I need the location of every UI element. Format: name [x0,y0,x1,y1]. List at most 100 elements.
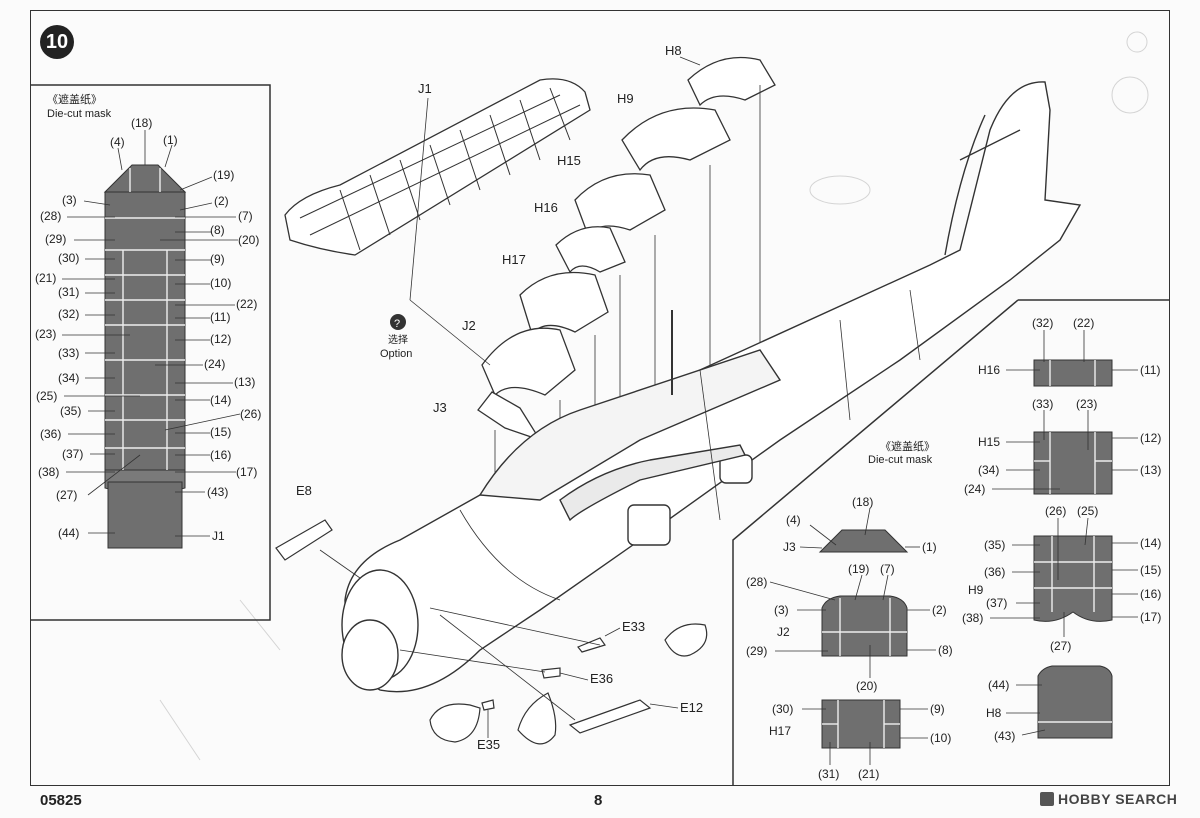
mask-label-14: (14) [210,393,231,407]
right-label-10: (10) [930,731,951,745]
mask-label-15: (15) [210,425,231,439]
right-label-4: (4) [786,513,801,527]
right-label-38: (38) [962,611,983,625]
right-label-19: (19) [848,562,869,576]
mask-label-17: (17) [236,465,257,479]
right-label-9: (9) [930,702,945,716]
svg-text:?: ? [394,318,400,330]
option-marker: ? 选择 Option [380,314,412,360]
canopy-J3 [477,391,542,442]
watermark-text: HOBBY SEARCH [1058,791,1178,807]
right-label-2: (2) [932,603,947,617]
mask-label-8: (8) [210,223,225,237]
mask-label-38: (38) [38,465,59,479]
mask-label-33: (33) [58,346,79,360]
right-label-16: (16) [1140,587,1161,601]
right-label-H16: H16 [978,363,1000,377]
mask-label-18: (18) [131,116,152,130]
detail-bubble-E35-left [429,703,481,743]
detail-bubble-E33 [664,623,708,657]
mask-label-23: (23) [35,327,56,341]
right-label-28: (28) [746,575,767,589]
right-mask-title-cn: 《遮盖纸》 [880,439,935,453]
mask-label-13: (13) [234,375,255,389]
part-label-J1: J1 [418,81,432,96]
mask-label-4: (4) [110,135,125,149]
mask-label-31: (31) [58,285,79,299]
mask-H16 [1033,359,1113,387]
part-label-E36: E36 [590,671,613,686]
right-label-12: (12) [1140,431,1161,445]
right-label-8: (8) [938,643,953,657]
right-label-18: (18) [852,495,873,509]
left-mask-panel: 《遮盖纸》 Die-cut mask [30,84,271,621]
mask-label-16: (16) [210,448,231,462]
part-E8 [275,519,333,561]
right-label-15: (15) [1140,563,1161,577]
right-label-44: (44) [988,678,1009,692]
right-label-32: (32) [1032,316,1053,330]
part-label-E12: E12 [680,700,703,715]
right-label-H8: H8 [986,706,1002,720]
part-label-H15: H15 [557,153,581,168]
right-label-21: (21) [858,767,879,781]
mask-label-43: (43) [207,485,228,499]
mask-J2 [821,595,908,657]
mask-label-11: (11) [210,310,230,324]
question-icon [390,314,406,330]
right-label-14: (14) [1140,536,1161,550]
mask-label-34: (34) [58,371,79,385]
right-label-17: (17) [1140,610,1161,624]
mask-label-29: (29) [45,232,66,246]
ghost-background [159,31,1149,761]
right-label-36: (36) [984,565,1005,579]
right-label-22: (22) [1073,316,1094,330]
right-label-H17: H17 [769,724,791,738]
canopy-H8 [687,56,776,107]
mask-label-27: (27) [56,488,77,502]
part-label-H8: H8 [665,43,682,58]
step-number-badge: 10 [40,25,74,59]
mask-title-cn: 《遮盖纸》 [47,92,102,106]
mask-H8 [1037,665,1113,739]
part-E35 [481,699,495,711]
right-label-11: (11) [1140,363,1160,377]
part-E36 [541,667,561,679]
mask-J3 [818,529,909,553]
right-label-3: (3) [774,603,789,617]
watermark-logo: HOBBY SEARCH [1040,791,1177,807]
mask-label-35: (35) [60,404,81,418]
part-label-E8: E8 [296,483,312,498]
page-number: 8 [594,792,603,809]
step-frame [30,10,1170,786]
mask-label-36: (36) [40,427,61,441]
mask-label-22: (22) [236,297,257,311]
canopy-J2 [481,327,576,397]
part-E33 [577,637,606,653]
right-label-7: (7) [880,562,895,576]
mask-label-25: (25) [36,389,57,403]
mask-title-en: Die-cut mask [47,108,112,120]
mask-label-9: (9) [210,252,225,266]
canopy-H15 [574,173,666,237]
right-label-33: (33) [1032,397,1053,411]
right-label-31: (31) [818,767,839,781]
right-label-34: (34) [978,463,999,477]
part-label-J3: J3 [433,400,447,415]
mask-label-3: (3) [62,193,77,207]
option-label-en: Option [380,348,412,360]
right-label-29: (29) [746,644,767,658]
right-label-1: (1) [922,540,937,554]
mask-label-19: (19) [213,168,234,182]
right-label-J3: J3 [783,540,796,554]
mask-label-1: (1) [163,133,178,147]
mask-label-10: (10) [210,276,231,290]
mask-label-20: (20) [238,233,259,247]
mask-label-24: (24) [204,357,225,371]
product-code: 05825 [40,792,82,809]
mask-label-12: (12) [210,332,231,346]
canopy-J1 [284,78,591,256]
right-label-J2: J2 [777,625,790,639]
